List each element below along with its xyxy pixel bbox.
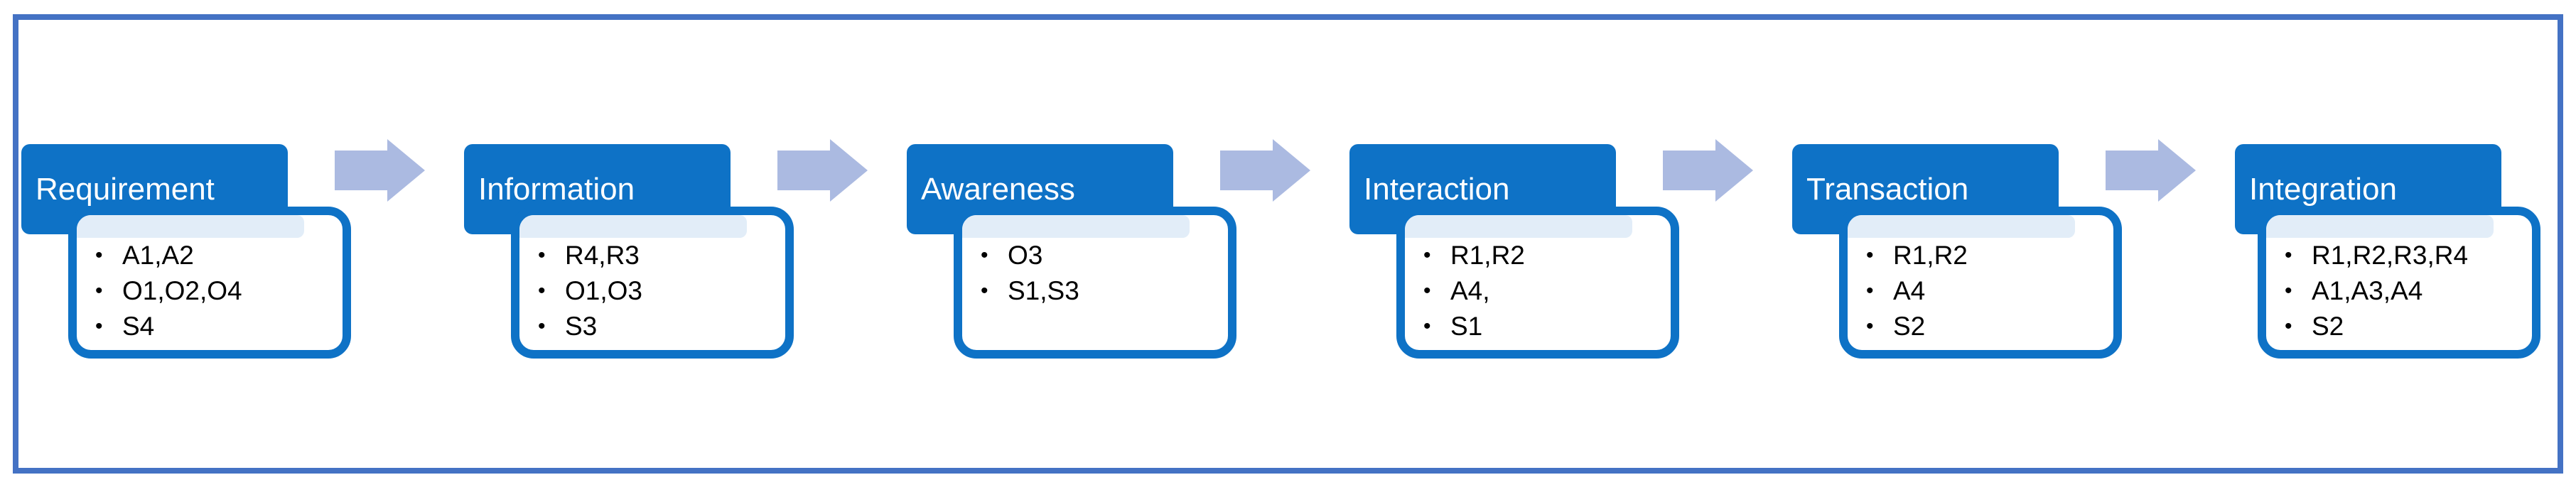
stage-information: Information • R4,R3 • O1,O3 • S3 [464, 144, 798, 361]
stage-requirement: Requirement • A1,A2 • O1,O2,O4 • S4 [21, 144, 355, 361]
stage-title: Transaction [1806, 171, 1969, 207]
bullet-text: S1,S3 [1008, 276, 1079, 305]
stage-header-band [962, 215, 1190, 238]
stage-content-box: • A1,A2 • O1,O2,O4 • S4 [68, 207, 351, 359]
bullet-item: • A4 [1866, 273, 2113, 309]
bullet-text: A1,A3,A4 [2312, 276, 2423, 305]
flow-arrow [1220, 139, 1310, 202]
bullet-list: • O3 • S1,S3 [962, 238, 1228, 309]
bullet-marker: • [2285, 244, 2292, 267]
stage-title: Integration [2249, 171, 2397, 207]
stage-header-band [519, 215, 747, 238]
bullet-marker: • [981, 279, 988, 302]
bullet-item: • S3 [538, 309, 785, 344]
bullet-marker: • [1866, 244, 1874, 267]
bullet-item: • O3 [981, 238, 1228, 273]
bullet-text: O1,O2,O4 [122, 276, 242, 305]
bullet-item: • S2 [2285, 309, 2532, 344]
bullet-text: A4 [1893, 276, 1926, 305]
stage-interaction: Interaction • R1,R2 • A4, • S1 [1349, 144, 1683, 361]
stage-title: Awareness [921, 171, 1075, 207]
bullet-marker: • [95, 279, 103, 302]
bullet-marker: • [1423, 315, 1431, 338]
bullet-list: • A1,A2 • O1,O2,O4 • S4 [77, 238, 343, 344]
stage-header-band [2266, 215, 2494, 238]
bullet-item: • S1 [1423, 309, 1671, 344]
bullet-item: • S2 [1866, 309, 2113, 344]
stage-content-box: • R1,R2 • A4, • S1 [1396, 207, 1679, 359]
stage-header-band [1848, 215, 2075, 238]
stage-title: Requirement [36, 171, 215, 207]
stage-transaction: Transaction • R1,R2 • A4 • S2 [1792, 144, 2126, 361]
flow-arrow [2106, 139, 2196, 202]
stage-content-box: • R1,R2 • A4 • S2 [1839, 207, 2122, 359]
bullet-marker: • [1423, 244, 1431, 267]
bullet-text: S4 [122, 312, 155, 341]
bullet-marker: • [1866, 315, 1874, 338]
bullet-text: R1,R2 [1893, 241, 1968, 270]
bullet-text: S3 [565, 312, 598, 341]
bullet-item: • R4,R3 [538, 238, 785, 273]
bullet-list: • R1,R2 • A4 • S2 [1848, 238, 2113, 344]
bullet-marker: • [95, 315, 103, 338]
flow-arrow [777, 139, 868, 202]
stage-header-band [77, 215, 304, 238]
stage-awareness: Awareness • O3 • S1,S3 [907, 144, 1241, 361]
bullet-item: • R1,R2 [1423, 238, 1671, 273]
stage-content-box: • R1,R2,R3,R4 • A1,A3,A4 • S2 [2258, 207, 2540, 359]
bullet-text: O3 [1008, 241, 1043, 270]
bullet-text: S1 [1450, 312, 1483, 341]
bullet-text: S2 [2312, 312, 2344, 341]
stage-title-tab: Interaction [1349, 144, 1616, 234]
bullet-text: R1,R2 [1450, 241, 1525, 270]
bullet-item: • A4, [1423, 273, 1671, 309]
bullet-list: • R1,R2 • A4, • S1 [1405, 238, 1671, 344]
bullet-text: O1,O3 [565, 276, 642, 305]
flow-arrow [335, 139, 425, 202]
bullet-item: • A1,A3,A4 [2285, 273, 2532, 309]
bullet-marker: • [538, 315, 546, 338]
stage-content-box: • R4,R3 • O1,O3 • S3 [511, 207, 794, 359]
bullet-marker: • [538, 244, 546, 267]
stage-header-band [1405, 215, 1632, 238]
bullet-item: • O1,O3 [538, 273, 785, 309]
stage-title: Interaction [1364, 171, 1510, 207]
stage-content-box: • O3 • S1,S3 [954, 207, 1236, 359]
stage-title: Information [478, 171, 635, 207]
bullet-text: A1,A2 [122, 241, 194, 270]
bullet-marker: • [1866, 279, 1874, 302]
bullet-item: • O1,O2,O4 [95, 273, 343, 309]
bullet-marker: • [2285, 315, 2292, 338]
bullet-list: • R1,R2,R3,R4 • A1,A3,A4 • S2 [2266, 238, 2532, 344]
bullet-list: • R4,R3 • O1,O3 • S3 [519, 238, 785, 344]
outer-frame [13, 14, 2563, 474]
bullet-marker: • [981, 244, 988, 267]
bullet-text: A4, [1450, 276, 1490, 305]
bullet-marker: • [95, 244, 103, 267]
bullet-marker: • [538, 279, 546, 302]
bullet-item: • R1,R2 [1866, 238, 2113, 273]
bullet-item: • A1,A2 [95, 238, 343, 273]
flow-arrow [1663, 139, 1753, 202]
bullet-item: • S4 [95, 309, 343, 344]
bullet-item: • S1,S3 [981, 273, 1228, 309]
stage-integration: Integration • R1,R2,R3,R4 • A1,A3,A4 • S… [2235, 144, 2569, 361]
bullet-text: S2 [1893, 312, 1926, 341]
bullet-item: • R1,R2,R3,R4 [2285, 238, 2532, 273]
bullet-text: R4,R3 [565, 241, 640, 270]
bullet-marker: • [2285, 279, 2292, 302]
bullet-marker: • [1423, 279, 1431, 302]
bullet-text: R1,R2,R3,R4 [2312, 241, 2469, 270]
